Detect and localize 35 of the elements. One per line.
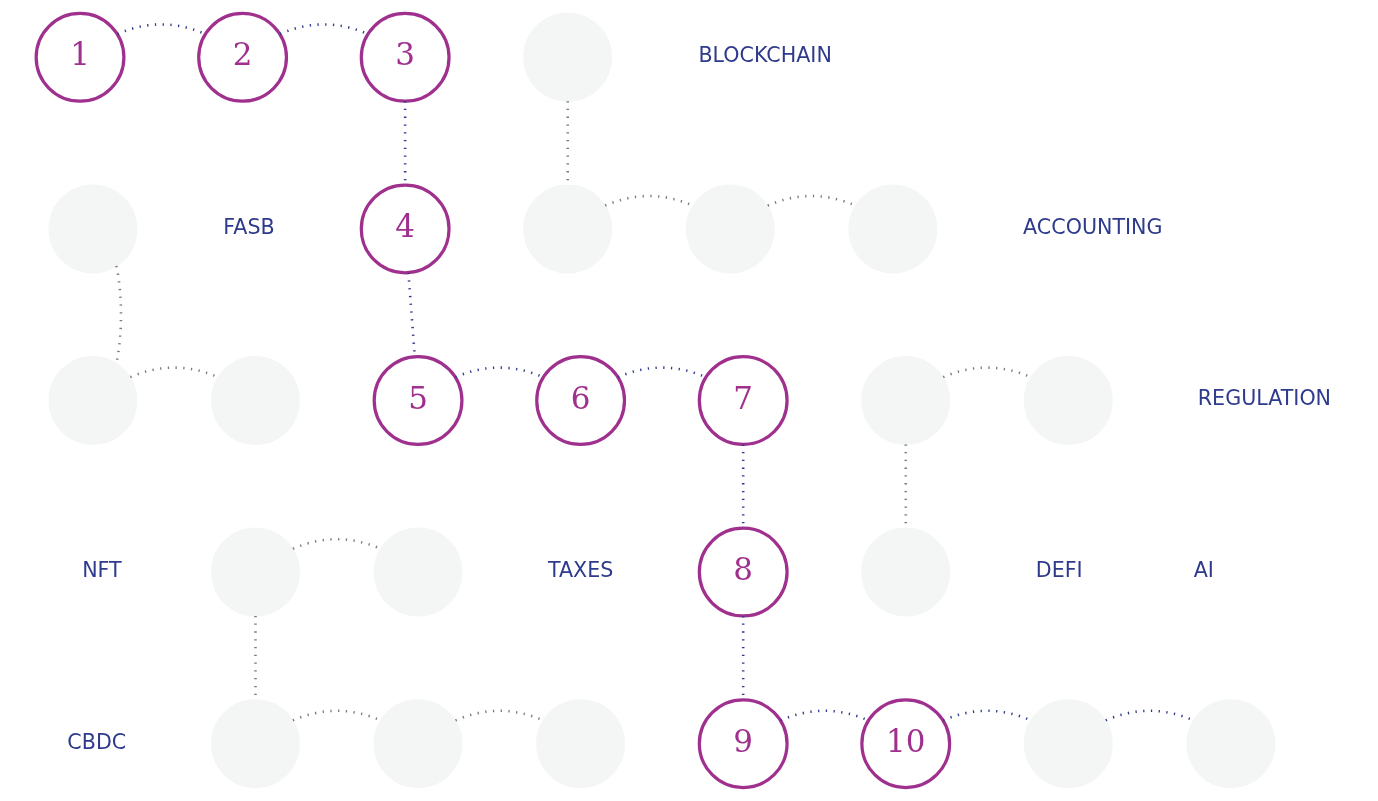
label: CBDC	[67, 729, 127, 754]
node-circle	[848, 184, 938, 274]
label: DEFI	[1035, 558, 1083, 582]
node-circle	[211, 356, 300, 445]
node-circle	[373, 527, 463, 617]
node-circle	[1023, 699, 1113, 789]
node-circle: 10	[860, 698, 952, 790]
node-circle: 8	[697, 526, 789, 618]
node-circle	[861, 356, 951, 445]
node-circle	[48, 184, 138, 274]
label: TAXES	[547, 558, 614, 582]
label: NFT	[82, 558, 122, 582]
label: FASB	[223, 214, 275, 239]
node-circle	[373, 699, 463, 789]
node-circle: 1	[34, 11, 126, 103]
node-circle	[523, 184, 613, 274]
label: REGULATION	[1197, 386, 1332, 411]
node-circle: 7	[697, 355, 789, 446]
node-circle	[211, 527, 300, 617]
node-circle: 6	[535, 355, 627, 446]
label: BLOCKCHAIN	[698, 43, 832, 68]
label: ACCOUNTING	[1023, 214, 1163, 239]
node-circle	[685, 184, 775, 274]
node-circle	[1023, 356, 1113, 445]
node-circle: 4	[359, 183, 451, 275]
node-circle	[536, 699, 626, 789]
node-circle: 9	[697, 698, 789, 790]
node-circle	[48, 356, 138, 445]
node-circle: 2	[197, 11, 289, 103]
node-circle	[523, 12, 613, 102]
node-circle: 3	[359, 11, 451, 103]
node-circle	[211, 699, 300, 789]
node-circle: 5	[372, 355, 464, 446]
node-circle	[1186, 699, 1276, 789]
label: AI	[1193, 558, 1214, 582]
